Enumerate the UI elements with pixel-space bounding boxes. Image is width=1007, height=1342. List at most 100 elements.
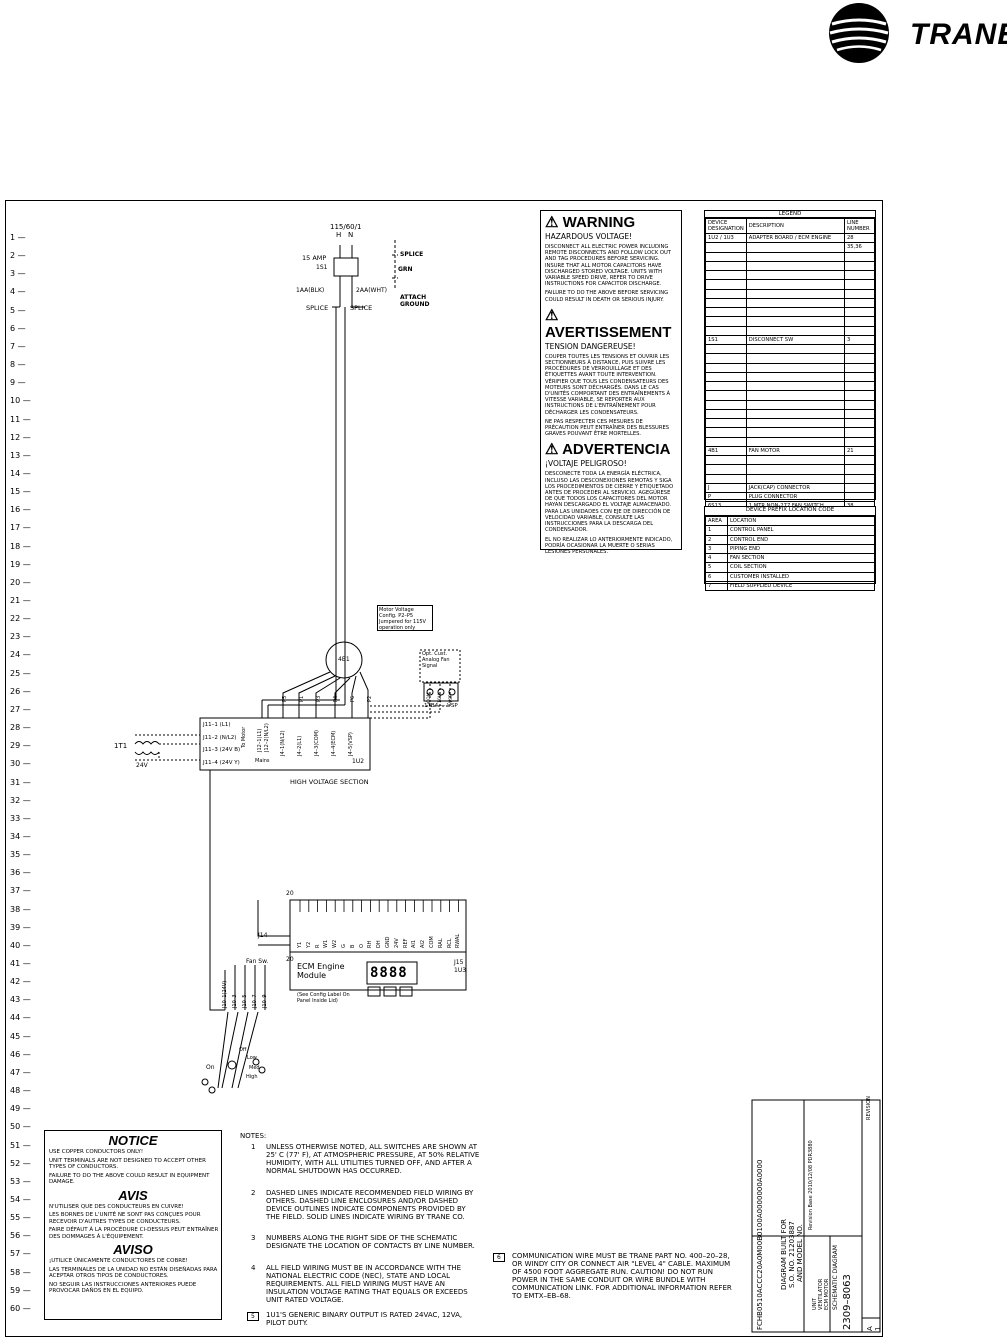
legend-cell: 35,36 — [844, 242, 875, 253]
legend-cell — [705, 399, 747, 410]
legend-cell — [844, 491, 875, 503]
legend-cell — [705, 464, 747, 475]
legend-cell — [844, 279, 875, 290]
legend-cell — [844, 436, 875, 447]
j14-pin-label: G — [341, 944, 347, 948]
schematic-sheet — [5, 200, 883, 1337]
switch-low-label: Low — [247, 1055, 257, 1061]
legend-col-line: LINE NUMBER — [844, 218, 875, 234]
j11-pin-label: J11–1 (L1) — [203, 722, 231, 728]
legend-cell — [705, 306, 747, 318]
legend-cell — [844, 408, 875, 420]
note-3-number: 3 — [251, 1234, 256, 1242]
prefix-location-table: DEVICE PREFIX LOCATION CODE AREA LOCATIO… — [704, 506, 876, 592]
legend-cell — [745, 316, 846, 327]
j14-pin-label: B — [349, 944, 356, 948]
prefix-cell: FIELD SUPPLIED DEVICE — [727, 580, 875, 592]
legend-cell — [844, 482, 875, 494]
wire-blk-label: 1AA(BLK) — [296, 287, 325, 294]
prefix-cell: 5 — [705, 562, 728, 573]
legend-cell — [745, 242, 846, 253]
revision-block: Revision Base 2010/12/08 PDR3880 — [808, 1140, 814, 1230]
notice-title-es: AVISO — [113, 1242, 153, 1257]
line-number: 40 — — [10, 940, 31, 950]
legend-col-description: DESCRIPTION — [745, 218, 846, 234]
line-number: 22 — — [10, 614, 31, 624]
legend-cell — [844, 297, 875, 309]
model-number: FCHB0510ACCC20A0M00B0100A0000000A0000 — [756, 1159, 764, 1330]
vsp-terminal-pin-label: 10V — [438, 694, 443, 703]
legend-cell: 28 — [844, 232, 875, 244]
legend-row — [705, 260, 875, 272]
legend-cell: JACK(CAP) CONNECTOR — [745, 482, 846, 494]
note-3: NUMBERS ALONG THE RIGHT SIDE OF THE SCHE… — [266, 1234, 475, 1250]
j4-pin-label: J4–2(L1) — [297, 735, 303, 756]
ground-grn-label: GRN — [398, 266, 413, 273]
j14-pin-label: W2 — [332, 939, 339, 948]
j14-pin-label: RWAL — [455, 933, 462, 948]
line-number: 29 — — [10, 741, 31, 751]
wire-wht-label: 2AA(WHT) — [356, 287, 387, 294]
motor-label: 4B1 — [338, 656, 350, 663]
line-number: 59 — — [10, 1285, 31, 1295]
legend-row — [705, 343, 875, 355]
line-number: 39 — — [10, 922, 31, 932]
line-number: 35 — — [10, 850, 31, 860]
legend-row — [705, 362, 875, 373]
legend-cell: P — [705, 491, 747, 503]
legend-cell — [745, 427, 846, 438]
legend-cell — [705, 353, 747, 364]
legend-cell — [745, 464, 846, 475]
so-number: S.O. NO. 21203887 — [788, 1221, 796, 1288]
high-voltage-label: HIGH VOLTAGE SECTION — [290, 778, 369, 786]
switch-off-label: Off — [239, 1047, 247, 1053]
prefix-cell: 3 — [705, 543, 728, 555]
legend-cell — [745, 325, 846, 336]
line-number: 21 — — [10, 596, 31, 605]
j12-pin-label: J12–1(L1) — [257, 728, 263, 752]
legend-row — [705, 436, 875, 447]
ecm-module-title: ECM Engine Module — [297, 962, 345, 980]
j14-pin-label: AI2 — [420, 939, 427, 948]
prefix-cell: 1 — [705, 525, 728, 536]
legend-cell: 1S1 — [705, 334, 747, 346]
neutral-label: N — [348, 231, 354, 239]
prefix-cell: 7 — [705, 580, 728, 592]
motor-pin-label: P1 — [299, 695, 305, 702]
j14-pin-label: W1 — [323, 939, 330, 948]
warning-triangle-icon: ⚠ — [545, 441, 559, 459]
prefix-cell: 2 — [705, 534, 728, 545]
line-number: 14 — — [10, 468, 31, 478]
line-number: 28 — — [10, 723, 31, 733]
line-number: 18 — — [10, 541, 31, 551]
legend-cell — [745, 371, 846, 383]
legend-row — [705, 371, 875, 383]
line-number: 45 — — [10, 1031, 31, 1041]
revision-heading: REVISION — [866, 1096, 872, 1120]
vsp-terminal-pin-label: VSP — [449, 694, 454, 703]
legend-cell — [844, 417, 875, 429]
brand-name: TRANE® — [910, 18, 1007, 51]
line-number: 36 — — [10, 868, 31, 878]
line-number: 47 — — [10, 1067, 31, 1077]
warning-text-en-1: DISCONNECT ALL ELECTRIC POWER INCLUDING … — [545, 244, 671, 288]
legend-cell — [705, 325, 747, 336]
line-number: 26 — — [10, 686, 31, 696]
legend-cell: 1U2 / 1U3 — [705, 232, 747, 244]
legend-cell — [705, 297, 747, 309]
line-number: 30 — — [10, 759, 31, 769]
model-label: AND MODEL NO. — [796, 1224, 804, 1282]
legend-row — [705, 464, 875, 475]
vsp-terminal-pin-label: COM — [427, 692, 432, 703]
j14-pin-label: O — [358, 944, 365, 948]
legend-cell — [705, 260, 747, 272]
ground-splice-label: SPLICE — [400, 251, 424, 258]
line-number: 2 — — [10, 251, 26, 261]
